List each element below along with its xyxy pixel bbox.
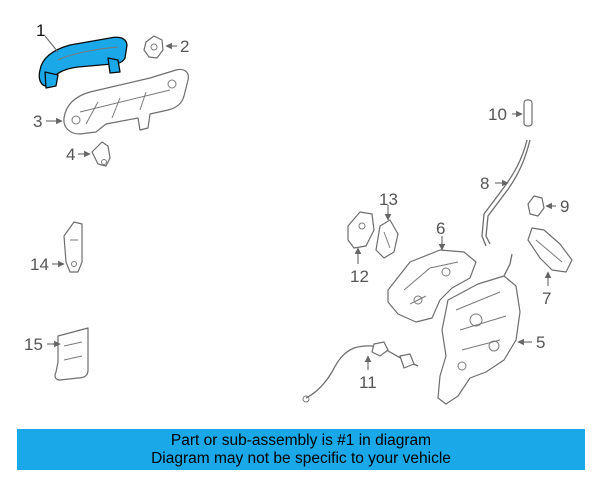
part-11-cable[interactable] <box>302 341 419 403</box>
part-10-rod[interactable] <box>523 99 533 127</box>
part-4-lever[interactable] <box>91 141 111 167</box>
callout-12: 12 <box>350 267 369 286</box>
callout-10: 10 <box>488 105 507 124</box>
callout-4: 4 <box>66 145 75 164</box>
info-banner: Part or sub-assembly is #1 in diagram Di… <box>17 429 585 470</box>
callout-5: 5 <box>536 333 545 352</box>
part-2-clip[interactable] <box>143 35 164 59</box>
part-7-cover[interactable] <box>527 227 573 273</box>
callout-6: 6 <box>436 219 445 238</box>
callout-3: 3 <box>33 112 42 131</box>
part-13-bracket[interactable] <box>375 219 399 259</box>
callout-1: 1 <box>36 21 45 40</box>
callout-7: 7 <box>542 289 551 308</box>
part-14-bracket[interactable] <box>63 221 83 273</box>
parts-diagram: 1 2 3 4 14 15 10 <box>24 21 573 405</box>
callout-8: 8 <box>480 174 489 193</box>
callout-11: 11 <box>359 373 377 392</box>
part-3-handle-frame[interactable] <box>63 68 189 135</box>
callout-9: 9 <box>560 197 569 216</box>
part-5-door-latch[interactable] <box>437 253 521 405</box>
banner-line-2: Diagram may not be specific to your vehi… <box>151 450 451 467</box>
part-1-door-handle[interactable] <box>38 36 128 89</box>
callout-13: 13 <box>379 190 398 209</box>
part-9-clip[interactable] <box>527 195 545 217</box>
part-12-bracket[interactable] <box>347 211 375 249</box>
leader-1 <box>44 35 59 53</box>
part-15-plate[interactable] <box>54 327 89 381</box>
callout-15: 15 <box>24 335 43 354</box>
banner-line-1: Part or sub-assembly is #1 in diagram <box>170 432 432 449</box>
callout-2: 2 <box>180 37 189 56</box>
callout-14: 14 <box>30 255 49 274</box>
part-8-link-rod[interactable] <box>481 139 531 247</box>
